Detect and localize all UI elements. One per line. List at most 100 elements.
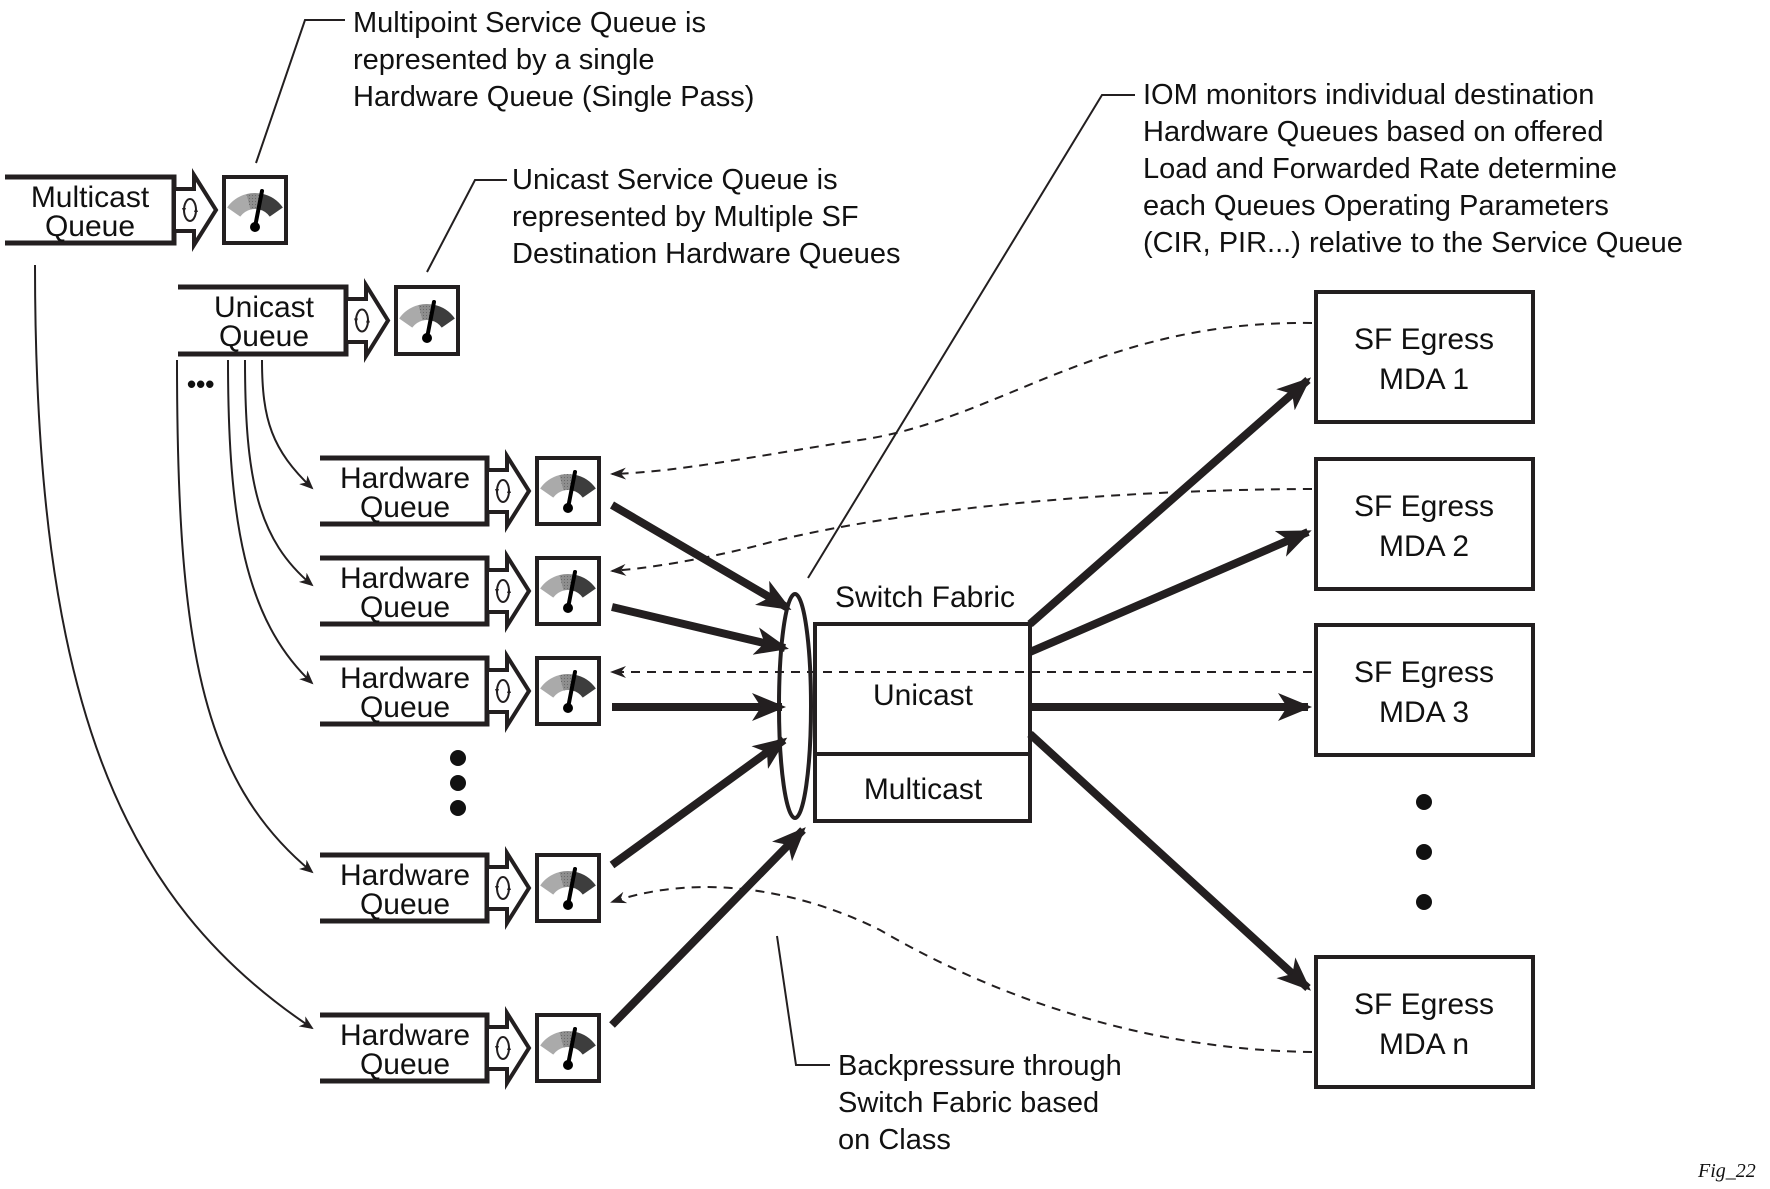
hwq2-to-fabric-arrow [611,603,789,655]
annotation-multipoint: Multipoint Service Queue is represented … [353,7,754,113]
hardware-queue-unit [489,846,601,930]
gauge-icon [535,556,601,626]
unicast-queue-label-line1: Unicast [214,291,315,324]
mda2-feedback-line [610,488,1313,576]
hardware-queue-unit [489,1006,601,1090]
annotation-iom-line: Hardware Queues based on offered [1143,116,1604,148]
unicast-to-hwq2-connector [244,359,314,587]
egress-mda-label-line1: SF Egress [1354,656,1494,689]
queue-units [176,168,460,364]
hwq5-to-fabric-arrow [609,827,806,1028]
cycle-icon [354,308,370,333]
backpressure-lines [610,321,1313,1053]
unicast-more-ellipsis: ••• [187,369,214,399]
egress-mda-label-line2: MDA 3 [1379,696,1469,729]
cycle-icon [495,579,511,603]
unicast-to-hwq1-connector [261,359,314,490]
gauge-icon [535,456,601,526]
multicast-queue-label-line2: Queue [45,210,135,243]
gauge-icon [222,175,288,245]
annotation-backpressure-line: Backpressure through [838,1050,1122,1082]
egress-mda-label-line2: MDA 1 [1379,363,1469,396]
hardware-queue-more-dots [450,750,466,816]
egress-more-dot [1416,794,1432,810]
hardware-queue-more-dot [450,750,466,766]
hardware-queue-label-line2: Queue [360,591,450,624]
gauge-icon [535,1013,601,1083]
hardware-queue-more-dot [450,800,466,816]
queue-mapping-connectors [34,264,314,1030]
gauge-icon [535,656,601,726]
fabric-to-mda1-arrow [1027,376,1312,628]
gauge-icon [535,853,601,923]
egress-mda-label-line1: SF Egress [1354,323,1494,356]
egress-more-dot [1416,894,1432,910]
cycle-icon [495,876,511,900]
egress-arrows [1027,376,1312,991]
mdan-feedback-line [610,886,1313,1053]
multicast-queue-unit [176,168,288,252]
hardware-queue-label-line1: Hardware [340,662,470,695]
annotation-iom-line: IOM monitors individual destination [1143,79,1594,111]
annotation-unicast-line: represented by Multiple SF [512,201,859,233]
annotation-iom-line: (CIR, PIR...) relative to the Service Qu… [1143,227,1683,259]
switch-fabric-multicast-section [813,752,1032,823]
annotation-iom-line: each Queues Operating Parameters [1143,190,1609,222]
egress-mda-label-line1: SF Egress [1354,490,1494,523]
annotation-iom-line: Load and Forwarded Rate determine [1143,153,1617,185]
annotation-unicast: Unicast Service Queue is represented by … [512,164,900,270]
egress-more-dot [1416,844,1432,860]
annotation-leaders [255,19,1135,1066]
unicast-service-queue: Unicast Queue [178,284,349,357]
annotation-multipoint-line: represented by a single [353,44,654,76]
annotation-multipoint-line: Multipoint Service Queue is [353,7,706,39]
hardware-queue-more-dot [450,775,466,791]
annotation-unicast-line: Destination Hardware Queues [512,238,900,270]
cycle-icon [495,479,511,503]
iom-leader [807,94,1135,579]
hardware-queue-label-line2: Queue [360,888,450,921]
hardware-queue-label-line1: Hardware [340,462,470,495]
figure-label: Fig_22 [1697,1160,1756,1182]
switch-fabric-multicast-label: Multicast [864,773,983,806]
annotation-backpressure-line: Switch Fabric based [838,1087,1099,1119]
cycle-icon [495,1036,511,1060]
multicast-to-hwq5-connector [34,264,314,1030]
egress-mda-label-line2: MDA 2 [1379,530,1469,563]
annotation-backpressure: Backpressure through Switch Fabric based… [838,1050,1122,1156]
hardware-queues: HardwareQueueHardwareQueueHardwareQueueH… [320,449,601,1090]
hardware-queue-label-line1: Hardware [340,1019,470,1052]
switch-fabric-title: Switch Fabric [835,581,1015,614]
switch-fabric-unicast-label: Unicast [873,679,974,712]
egress-mda-label-line2: MDA n [1379,1028,1469,1061]
hardware-queue-unit [489,549,601,633]
annotation-backpressure-line: on Class [838,1124,951,1156]
annotation-iom: IOM monitors individual destination Hard… [1143,79,1683,259]
unicast-to-hwq4-connector [176,359,314,874]
multipoint-leader [255,19,345,164]
gauge-icon [394,285,460,356]
cycle-icon [495,679,511,703]
hardware-queue-label-line2: Queue [360,1048,450,1081]
annotation-multipoint-line: Hardware Queue (Single Pass) [353,81,754,113]
hardware-queue-label-line2: Queue [360,491,450,524]
cycle-icon [182,198,198,222]
multicast-service-queue: Multicast Queue [5,174,177,246]
egress-more-dots [1416,794,1432,910]
hardware-queue-label-line1: Hardware [340,562,470,595]
fabric-to-mdan-arrow [1027,731,1311,991]
mda1-feedback-line [610,321,1313,480]
unicast-leader [426,179,507,273]
unicast-queue-label-line2: Queue [219,320,309,353]
hardware-queue-label-line2: Queue [360,691,450,724]
